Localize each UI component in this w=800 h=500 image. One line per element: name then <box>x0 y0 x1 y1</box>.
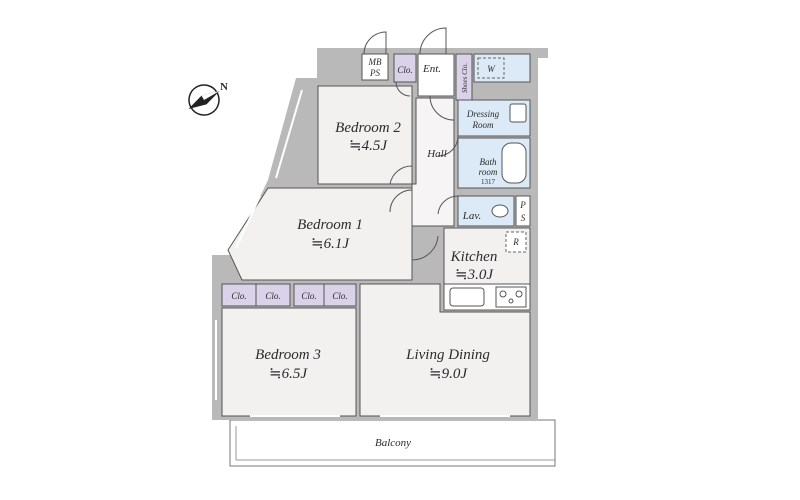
bath-model: 1317 <box>481 178 496 186</box>
windows <box>215 89 510 417</box>
washer-label: W <box>487 64 496 74</box>
compass-letter: N <box>220 81 228 93</box>
bath-label-2: room <box>479 167 498 177</box>
entrance-closet <box>393 53 417 83</box>
bedroom2-label: Bedroom 2 <box>335 120 401 136</box>
fridge-space <box>505 231 527 253</box>
washer-space <box>477 57 505 79</box>
bedroom1-floor <box>227 187 413 281</box>
doors <box>363 27 459 261</box>
kitchen-sink <box>449 287 485 307</box>
bath-label-1: Bath <box>480 157 497 167</box>
north-arrow-icon <box>188 84 220 116</box>
mbps-label-1: MB <box>368 57 382 67</box>
kitchen-label: Kitchen <box>450 249 498 265</box>
closet-3-label: Clo. <box>301 291 316 301</box>
living-dining-size: ≒9.0J <box>429 366 468 382</box>
washer-area <box>473 53 531 83</box>
kitchen-counter <box>443 283 531 311</box>
living-dining-floor <box>359 283 531 417</box>
bedroom3-floor <box>221 307 357 417</box>
entrance-label: Ent. <box>422 63 441 75</box>
hall-floor <box>411 97 455 227</box>
bedroom3-label: Bedroom 3 <box>255 347 321 363</box>
lav-label: Lav. <box>462 210 481 222</box>
fridge-label: R <box>512 237 519 247</box>
closet-4-label: Clo. <box>332 291 347 301</box>
ps-label-1: P <box>519 200 526 210</box>
closet-4 <box>323 283 357 307</box>
bathtub <box>501 142 527 184</box>
kitchen-stove <box>495 286 527 308</box>
kitchen-size: ≒3.0J <box>455 267 494 283</box>
entrance-floor <box>417 53 455 97</box>
ps-box <box>515 195 531 227</box>
ps-label-2: S <box>521 213 526 223</box>
bedroom1-size: ≒6.1J <box>311 236 350 252</box>
closet-2 <box>255 283 291 307</box>
balcony <box>229 419 556 467</box>
living-dining-label: Living Dining <box>405 347 490 363</box>
bedroom3-size: ≒6.5J <box>269 366 308 382</box>
dressing-label-1: Dressing <box>466 109 500 119</box>
balcony-label: Balcony <box>375 437 411 449</box>
mbps-box <box>361 53 389 81</box>
entrance-closet-label: Clo. <box>397 65 412 75</box>
closet-2-label: Clo. <box>265 291 280 301</box>
mbps-label-2: PS <box>369 68 380 78</box>
hall-label: Hall <box>426 148 447 160</box>
bedroom2-size: ≒4.5J <box>349 138 388 154</box>
bedroom1-label: Bedroom 1 <box>297 217 363 233</box>
dressing-sink <box>509 103 527 123</box>
dressing-label-2: Room <box>472 120 494 130</box>
toilet <box>491 204 509 218</box>
shoes-closet-label: Shoes Clo. <box>461 63 469 93</box>
closet-1-label: Clo. <box>231 291 246 301</box>
